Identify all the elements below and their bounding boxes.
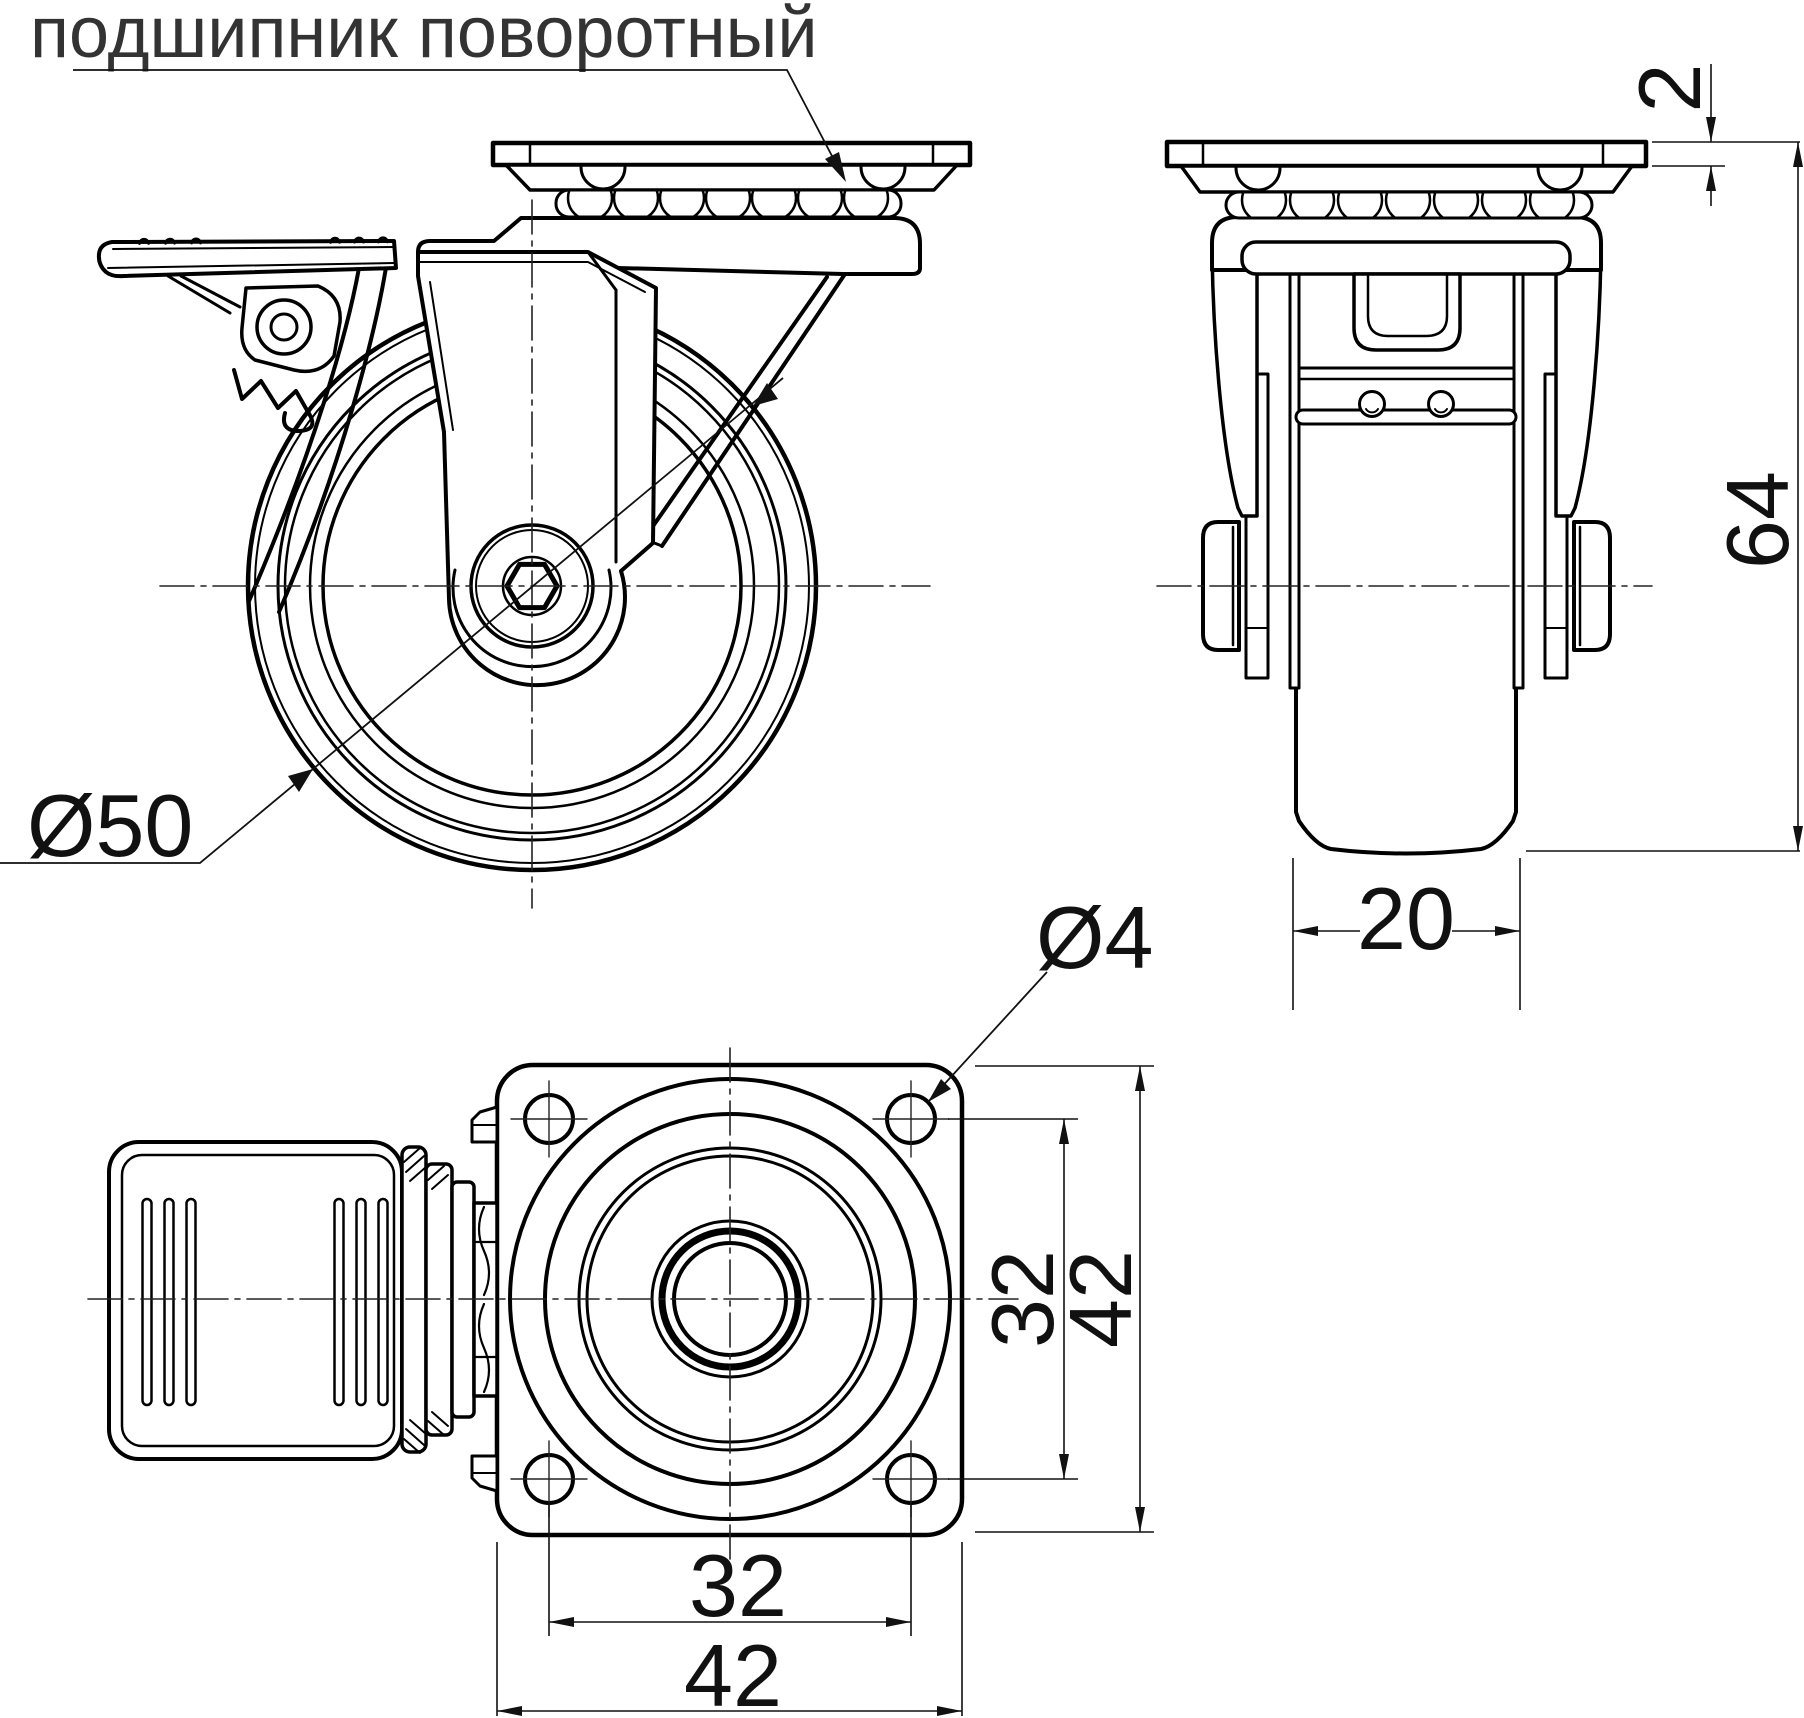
housing-tabs-top [470,1105,499,1493]
pedal-grip-slots [141,1197,389,1407]
dim-plate-size-horizontal-label: 42 [684,1626,782,1718]
front-view [1156,139,1653,856]
brake-pedal-front [1240,240,1572,276]
dim-hole-spacing-horizontal: 32 [548,1503,912,1636]
centerlines-side [159,199,931,909]
arrowhead [825,152,846,182]
dim-hole-diameter: Ø4 [927,888,1153,1103]
dim-hole-spacing-vertical: 32 [948,1118,1078,1480]
arrowhead [928,1079,951,1102]
bearing-race-side [554,188,903,219]
brake-hook [232,368,310,414]
mounting-plate-side [490,140,973,192]
arrowhead [1293,926,1318,936]
dim-plate-size-horizontal: 42 [496,1542,963,1718]
dim-hole-spacing-horizontal-label: 32 [689,1536,787,1635]
arrowhead [497,1706,522,1716]
dim-plate-size-vertical-label: 42 [1051,1250,1150,1348]
dim-total-height: 64 [1526,142,1804,852]
arrowhead [1135,1507,1145,1532]
arrowhead [1059,1119,1069,1144]
callout-label: подшипник поворотный [30,0,818,73]
side-view [96,140,973,909]
arrowhead [1495,926,1520,936]
arrowhead [1793,826,1803,851]
pedal-grip-bumps [138,236,389,245]
callout-swivel-bearing: подшипник поворотный [30,0,846,182]
bridge-bolts-front [1358,390,1455,418]
top-view [87,1047,1019,1565]
dim-wheel-width-label: 20 [1357,869,1455,968]
arrowhead [753,383,778,406]
dim-hole-spacing-vertical-label: 32 [973,1250,1072,1348]
fork-bridge-front [1294,366,1518,426]
arrowhead [288,769,313,792]
chamfer-hatches [403,1147,449,1454]
dim-hole-diameter-label: Ø4 [1036,888,1153,987]
wheel-front [1294,413,1518,856]
dim-wheel-width: 20 [1292,858,1521,1010]
arrowhead [549,1617,574,1627]
brake-pedal-top [107,1105,499,1493]
plate-skirt-front [1179,164,1634,194]
brake-lever-side [96,236,398,614]
dim-plate-thickness-label: 2 [1620,64,1719,113]
dim-total-height-label: 64 [1708,471,1804,569]
dim-plate-size-vertical: 42 [975,1065,1154,1533]
arrowhead [937,1706,962,1716]
dim-wheel-diameter: Ø50 [0,377,784,875]
dim-plate-thickness: 2 [1620,64,1800,206]
arrowhead [1706,117,1716,142]
arrowhead [1793,142,1803,167]
centerlines-top [87,1047,1019,1565]
arrowhead [886,1617,911,1627]
arrowhead [1059,1454,1069,1479]
mounting-plate-front [1164,139,1649,194]
bearing-race-front [1224,190,1594,220]
arrowhead [1135,1066,1145,1091]
plate-skirt-side [504,163,959,192]
dim-wheel-diameter-label: Ø50 [27,776,193,875]
arrowhead [1706,166,1716,191]
brake-cam-front [1352,272,1462,352]
brake-pedal-side [96,239,398,279]
